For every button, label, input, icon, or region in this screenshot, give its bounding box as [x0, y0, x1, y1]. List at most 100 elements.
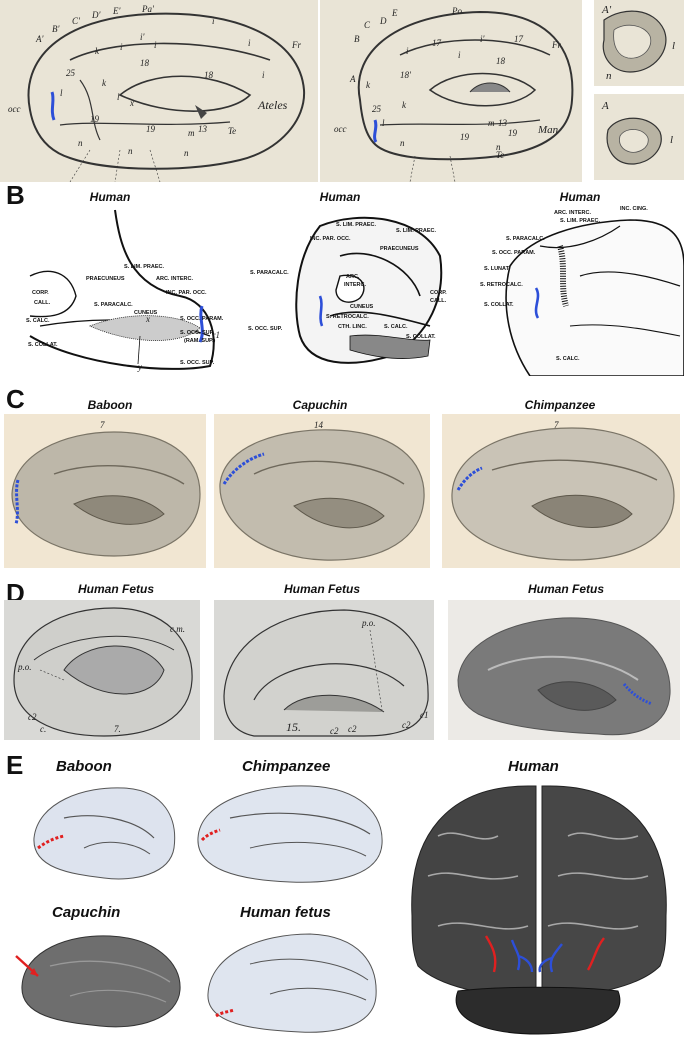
panel-c-caption: Baboon: [87, 398, 133, 412]
panel-e-chimpanzee-figure: [190, 778, 386, 888]
panel-e-caption: Baboon: [56, 758, 112, 775]
panel-e-caption: Chimpanzee: [242, 758, 331, 775]
panel-b-middle-label: S. LIM. PRAEC.: [396, 228, 437, 234]
panel-b-middle-diagram: S. LIM. PRAEC. S. LIM. PRAEC. INC. PAR. …: [240, 206, 450, 376]
photo-number: 14: [314, 420, 323, 430]
panel-b-middle-label: INTERC.: [344, 282, 366, 288]
panel-b-middle-label: S. COLLAT.: [406, 334, 436, 340]
panel-b-left-label: (RAM. SUP.): [184, 338, 216, 344]
ateles-label: n: [128, 146, 133, 156]
ateles-label: E': [113, 6, 121, 16]
fetus-brain-drawing: [13, 607, 193, 737]
panel-letter-c: C: [6, 384, 25, 414]
small-section-label: l: [672, 40, 676, 52]
ateles-label: l: [117, 92, 120, 102]
panel-b-left-label: S. OCC. SUP.: [180, 330, 215, 336]
man-label: n: [496, 142, 501, 152]
man-label: 19: [460, 132, 469, 142]
panel-a-small-figure-bottom: A l: [594, 94, 684, 180]
panel-b-right-label: S. CALC.: [556, 356, 580, 362]
ateles-label: A': [36, 34, 44, 44]
fetus-label: p.o.: [362, 618, 376, 628]
fetus-label: p.o.: [18, 662, 32, 672]
panel-b-middle-label: CORP.: [430, 290, 447, 296]
man-label: 13: [498, 118, 507, 128]
small-section-drawing: [606, 117, 662, 165]
ateles-label: C': [72, 16, 80, 26]
panel-letter-b: B: [6, 180, 25, 210]
ateles-label: 19: [146, 124, 155, 134]
man-label: B: [354, 34, 360, 44]
ateles-label: B': [52, 24, 60, 34]
ateles-label: 19: [90, 114, 99, 124]
panel-b-middle-label: PRAECUNEUS: [380, 246, 419, 252]
baboon-lateral-drawing: [33, 787, 176, 880]
panel-b-left-label: x: [146, 314, 150, 324]
panel-d-fetus-middle-figure: p.o. 15. c2 c2 c1 c2: [214, 600, 434, 740]
chimpanzee-brain-drawing: [451, 427, 675, 561]
panel-b-left-label: S. PARACALC.: [94, 302, 133, 308]
man-label: k: [366, 80, 370, 90]
panel-e-human-fetus-figure: [200, 924, 380, 1038]
panel-a-small-figure-top: A' l n: [594, 0, 684, 86]
panel-b-middle-label: S. CALC.: [384, 324, 408, 330]
ateles-species-label: Ateles: [258, 98, 288, 112]
panel-c-caption: Chimpanzee: [524, 398, 596, 412]
panel-b-middle-label: ARC.: [346, 274, 360, 280]
ateles-label: i: [262, 70, 265, 80]
panel-b-right-label: S. PARACALC.: [506, 236, 545, 242]
panel-b-left-label: S. COLLAT.: [28, 342, 58, 348]
panel-d-caption: Human Fetus: [77, 582, 154, 596]
man-label: 17: [432, 38, 441, 48]
panel-b-left-diagram: PRAECUNEUS S. LIM. PRAEC. ARC. INTERC. I…: [20, 206, 230, 376]
man-label: i': [480, 34, 485, 44]
panel-b-left-label: ARC. INTERC.: [156, 276, 193, 282]
panel-c-capuchin-photo: 14: [214, 414, 430, 568]
ateles-label: 18: [204, 70, 213, 80]
panel-e-caption: Human: [508, 758, 559, 775]
panel-b-right-label: S. COLLAT.: [484, 302, 514, 308]
panel-b-middle-label: S. RETROCALC.: [326, 314, 369, 320]
ateles-label: i: [154, 40, 157, 50]
panel-b-left-label: S. OCC. PARAM.: [180, 316, 224, 322]
medial-occipital-drawing: [505, 219, 684, 376]
ateles-label: i: [120, 42, 123, 52]
panel-letter-e: E: [6, 750, 24, 780]
fetus-label: 7.: [114, 724, 121, 734]
man-label: A: [350, 74, 356, 84]
fetus-label: c2: [348, 724, 357, 734]
ateles-label: x: [130, 98, 134, 108]
panel-b-left-label: PRAECUNEUS: [86, 276, 125, 282]
man-label: i: [406, 46, 409, 56]
man-label: m: [488, 118, 495, 128]
panel-b-left-label: S. CALC.: [26, 318, 50, 324]
capuchin-brain-drawing: [219, 429, 425, 561]
panel-b-left-label: r1: [212, 330, 221, 340]
man-label: C: [364, 20, 371, 30]
ateles-label: k: [95, 46, 99, 56]
panel-b-left-label: S. LIM. PRAEC.: [124, 264, 165, 270]
man-label: 25: [372, 104, 381, 114]
panel-b-middle-label: S. LIM. PRAEC.: [336, 222, 377, 228]
panel-c-caption: Capuchin: [292, 398, 348, 412]
panel-b-left-label: CUNEUS: [134, 310, 158, 316]
ateles-label: i: [212, 16, 215, 26]
ateles-label: D': [92, 10, 101, 20]
ateles-label: n: [184, 148, 189, 158]
man-label: l: [382, 118, 385, 128]
small-section-label: n: [606, 70, 612, 82]
man-label: Po: [452, 6, 462, 16]
ateles-label: 13: [198, 124, 207, 134]
panel-a-ateles-figure: A' B' C' D' E' Pa' i k i i' i 18 i i Fr …: [0, 0, 318, 182]
medial-surface-outline: [29, 209, 215, 370]
panel-e-caption: Capuchin: [52, 904, 121, 921]
panel-b-right-label: INC. CING.: [620, 206, 648, 212]
man-label: 18': [400, 70, 411, 80]
ateles-label: occ: [8, 104, 21, 114]
small-section-label: A: [602, 100, 609, 112]
photo-number: 7: [100, 420, 105, 430]
panel-b-middle-label: CUNEUS: [350, 304, 374, 310]
man-label: k: [402, 100, 406, 110]
ateles-label: i': [140, 32, 145, 42]
fetus-label: c.: [40, 724, 47, 734]
